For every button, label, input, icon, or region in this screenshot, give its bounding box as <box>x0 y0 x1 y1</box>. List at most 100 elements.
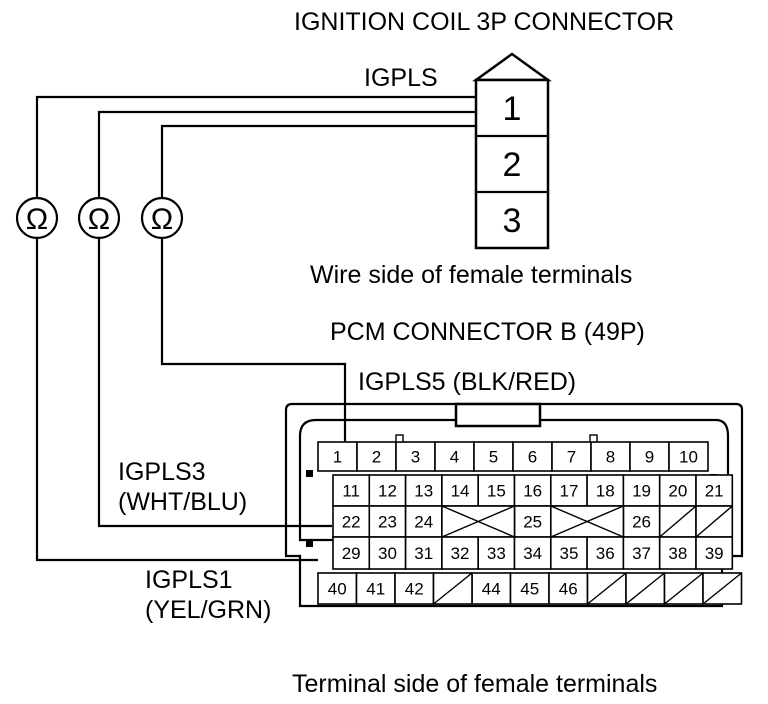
wire-igpls3-lower <box>97 238 332 528</box>
wire-igpls1 <box>35 95 476 198</box>
pcm-terminal-label: 41 <box>366 580 385 599</box>
pcm-terminal-label: 38 <box>668 544 687 563</box>
pcm-terminal-label: 35 <box>559 544 578 563</box>
pcm-blank-slash <box>587 572 627 605</box>
pcm-terminal-label: 19 <box>632 482 651 501</box>
pcm-blank-cross <box>550 505 624 538</box>
pcm-terminal-label: 44 <box>482 580 501 599</box>
pcm-housing <box>284 402 744 608</box>
pcm-terminal-label: 17 <box>559 482 578 501</box>
pcm-cell <box>586 536 625 570</box>
pcm-blank-slash <box>664 572 704 605</box>
pcm-terminal-label: 37 <box>632 544 651 563</box>
pcm-cell <box>586 474 625 507</box>
pcm-terminal-label: 20 <box>668 482 687 501</box>
pcm-cell <box>356 441 397 472</box>
pcm-terminal-label: 9 <box>645 448 654 467</box>
pcm-cell <box>513 474 552 507</box>
coil-connector-key <box>472 52 552 82</box>
pcm-row-4: 29 30 31 32 33 34 35 36 37 38 39 <box>332 536 734 570</box>
pcm-cell <box>513 505 552 538</box>
pcm-terminal-label: 8 <box>606 448 615 467</box>
pcm-cell <box>549 536 588 570</box>
pcm-terminal-label: 6 <box>528 448 537 467</box>
pcm-terminal-label: 42 <box>405 580 424 599</box>
coil-title: IGNITION COIL 3P CONNECTOR <box>294 8 674 36</box>
pcm-cell <box>590 441 631 472</box>
coil-connector-body <box>474 78 550 250</box>
pcm-terminal-label: 10 <box>679 448 698 467</box>
pcm-terminal-label: 33 <box>487 544 506 563</box>
pcm-cell <box>622 474 661 507</box>
ohm-icon: Ω <box>151 203 173 236</box>
pcm-cell <box>509 572 550 605</box>
ohm-icon: Ω <box>26 203 48 236</box>
pcm-terminal-label: 40 <box>328 580 347 599</box>
ohmmeter-1: Ω <box>15 196 59 240</box>
label-igpls1-color: (YEL/GRN) <box>145 596 271 624</box>
pcm-blank-slash <box>433 572 473 605</box>
pcm-terminal-label: 18 <box>596 482 615 501</box>
pcm-cell <box>622 536 661 570</box>
pcm-terminal-label: 46 <box>559 580 578 599</box>
pcm-cell <box>368 505 407 538</box>
pcm-terminal-label: 13 <box>414 482 433 501</box>
pcm-terminal-label: 30 <box>378 544 397 563</box>
wire-igpls1-lower <box>35 238 318 562</box>
pcm-terminal-label: 12 <box>378 482 397 501</box>
label-igpls3-name: IGPLS3 <box>118 458 206 486</box>
pcm-terminal-label: 5 <box>489 448 498 467</box>
pcm-blank-cross <box>441 505 515 538</box>
pcm-blank-slash <box>702 572 742 605</box>
pcm-cell <box>434 441 475 472</box>
pcm-terminal-label: 23 <box>378 513 397 532</box>
coil-caption: Wire side of female terminals <box>310 261 632 289</box>
coil-terminal-3: 3 <box>503 202 522 240</box>
pcm-blank-slash <box>695 505 733 538</box>
pcm-terminal-label: 15 <box>487 482 506 501</box>
wire-igpls5 <box>160 124 476 198</box>
pcm-housing-inner <box>298 418 730 542</box>
pcm-terminal-label: 32 <box>451 544 470 563</box>
label-igpls3-color: (WHT/BLU) <box>118 488 247 516</box>
pcm-cell <box>404 536 443 570</box>
pcm-cell <box>477 536 516 570</box>
wire-igpls5-lower <box>160 238 347 455</box>
pcm-terminal-label: 4 <box>450 448 459 467</box>
pcm-blank-slash <box>659 505 697 538</box>
pcm-latch <box>454 402 542 428</box>
pcm-cell <box>548 572 589 605</box>
label-igpls1-name: IGPLS1 <box>145 566 233 594</box>
pcm-terminal-label: 22 <box>342 513 361 532</box>
pcm-terminal-label: 25 <box>523 513 542 532</box>
pcm-cell <box>513 536 552 570</box>
pcm-terminal-label: 1 <box>333 448 342 467</box>
pcm-terminal-label: 11 <box>342 482 360 501</box>
pcm-cell <box>355 572 396 605</box>
coil-terminal-2: 2 <box>503 146 522 184</box>
ohmmeter-2: Ω <box>77 196 121 240</box>
pcm-terminal-label: 7 <box>567 448 576 467</box>
pcm-terminal-label: 39 <box>705 544 724 563</box>
pcm-terminal-label: 21 <box>705 482 724 501</box>
pcm-tab <box>589 434 598 443</box>
pcm-terminal-label: 16 <box>523 482 542 501</box>
ohmmeter-3: Ω <box>140 196 184 240</box>
pcm-terminal-label: 34 <box>523 544 542 563</box>
pcm-terminal-label: 24 <box>414 513 433 532</box>
pcm-cell <box>695 536 734 570</box>
pcm-terminal-label: 36 <box>596 544 615 563</box>
pcm-terminal-label: 31 <box>414 544 433 563</box>
wire-igpls3 <box>97 110 476 198</box>
pcm-mark-left <box>306 470 313 477</box>
pcm-cell <box>368 474 407 507</box>
coil-wire-label: IGPLS <box>364 64 438 92</box>
pcm-terminal-label: 29 <box>342 544 361 563</box>
pcm-cell <box>441 536 479 570</box>
pcm-title: PCM CONNECTOR B (49P) <box>330 318 645 346</box>
